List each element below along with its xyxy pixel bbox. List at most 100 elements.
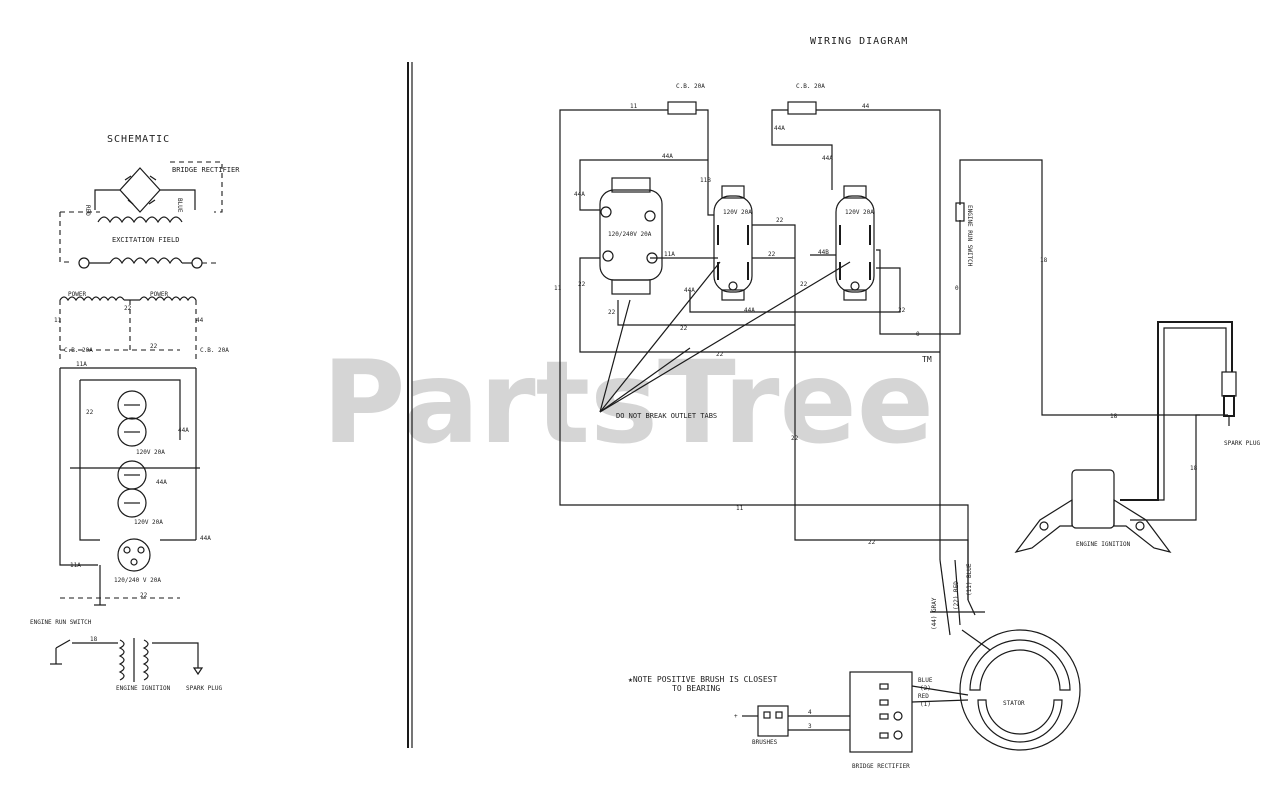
schematic-engine-section: ENGINE RUN SWITCH 18 ENGINE IGNITION SPA… — [30, 619, 223, 692]
wiring-harness: 11 11 11 11B 44 44A 44A 44A 44A 11A 22 2… — [554, 103, 1228, 600]
wiring-stator-leads: (44) GRAY (22) RED (11) BLUE — [930, 559, 991, 651]
schematic-wire-11a: 11A — [76, 361, 87, 368]
wiring-wire-22d: 22 — [578, 281, 586, 288]
schematic-wire-11: 11 — [54, 317, 62, 324]
wiring-wire-44-top: 44 — [862, 103, 870, 110]
schematic-spark-plug: SPARK PLUG — [186, 685, 223, 692]
wiring-bridge-rectifier: BLUE (2) RED (1) BRIDGE RECTIFIER — [849, 671, 969, 770]
wiring-circuit-breaker-right: C.B. 20A — [787, 83, 825, 115]
wiring-wire-44b: 44B — [818, 249, 829, 256]
wiring-wire-11-top: 11 — [630, 103, 638, 110]
wiring-red-wire-num: (1) — [920, 701, 931, 708]
wiring-wire-22c: 22 — [800, 281, 808, 288]
wiring-wire-22a: 22 — [776, 217, 784, 224]
wiring-wire-22g: 22 — [680, 325, 688, 332]
wiring-wire-22f: 22 — [608, 309, 616, 316]
wiring-cb-left-label: C.B. 20A — [676, 83, 705, 90]
schematic-wire-44: 44 — [196, 317, 204, 324]
schematic-red-label: RED — [84, 205, 91, 216]
schematic-wire-11a-low: 11A — [70, 562, 81, 569]
schematic-wire-18: 18 — [90, 636, 98, 643]
wiring-wire-11b: 11B — [700, 177, 711, 184]
wiring-wire-11a: 11A — [664, 251, 675, 258]
wiring-outlet-120v-b: 120V 20A — [835, 185, 875, 301]
wiring-brushes: 4 3 + BRUSHES — [734, 705, 850, 746]
schematic-engine-run-switch: ENGINE RUN SWITCH — [30, 619, 92, 626]
schematic-outlet-120v-a-label: 120V 20A — [136, 449, 165, 456]
schematic-wire-22-top: 22 — [124, 305, 132, 312]
wiring-wire-0b: 0 — [955, 285, 959, 292]
schematic-excitation-field: EXCITATION FIELD — [78, 216, 220, 269]
wiring-blue-label: (11) BLUE — [966, 563, 973, 596]
wiring-note-line1: ★NOTE POSITIVE BRUSH IS CLOSEST — [628, 675, 777, 684]
wiring-wire-18c: 18 — [1190, 465, 1198, 472]
schematic-bridge-rectifier: BRIDGE RECTIFIER RED BLUE — [59, 161, 240, 263]
wiring-outlet-240-label: 120/240V 20A — [608, 231, 652, 238]
schematic-outlet-frame: C.B. 20A C.B. 20A 22 11A 22 44A 44A 44A … — [59, 343, 229, 606]
wiring-wire-11-bottom: 11 — [736, 505, 744, 512]
wiring-wire-44a-top: 44A — [774, 125, 785, 132]
wiring-red-wire-label: RED — [918, 693, 929, 700]
schematic-outlet-120v-b-label: 120V 20A — [134, 519, 163, 526]
schematic-wire-44a-c: 44A — [178, 427, 189, 434]
schematic-engine-ignition: ENGINE IGNITION — [116, 685, 171, 692]
wiring-bridge-rectifier-label: BRIDGE RECTIFIER — [852, 763, 910, 770]
wiring-stator-label: STATOR — [1003, 700, 1025, 707]
wiring-wire-22-right: 22 — [898, 307, 906, 314]
schematic-outlet-120v-b: 120V 20A — [117, 460, 163, 526]
wiring-outlet-240: 120/240V 20A — [599, 177, 663, 295]
wiring-note-line2: TO BEARING — [672, 684, 720, 693]
schematic-power-right: POWER — [150, 291, 168, 298]
schematic-wire-22-bottom: 22 — [140, 592, 148, 599]
wiring-wire-22-bottom: 22 — [868, 539, 876, 546]
wiring-outlet-120v-a-label: 120V 20A — [723, 209, 752, 216]
wiring-wire-44a-left: 44A — [662, 153, 673, 160]
wiring-panel: WIRING DIAGRAM C.B. 20A C.B. 20A 11 11 1… — [554, 36, 1261, 770]
schematic-blue-label: BLUE — [176, 198, 183, 213]
wiring-brushes-label: BRUSHES — [752, 739, 778, 746]
wiring-wire-3: 3 — [808, 723, 812, 730]
wiring-outlet-120v-b-label: 120V 20A — [845, 209, 874, 216]
schematic-outlet-120v-a: 120V 20A — [117, 390, 165, 456]
page-divider — [407, 62, 413, 748]
wiring-engine-ignition: ENGINE IGNITION — [1014, 469, 1172, 553]
wiring-wire-44a-short: 44A — [684, 287, 695, 294]
wiring-gray-label: (44) GRAY — [931, 597, 938, 630]
wiring-engine-ignition-label: ENGINE IGNITION — [1076, 541, 1131, 548]
wiring-do-not-break-label: DO NOT BREAK OUTLET TABS — [616, 412, 717, 420]
parts-tree-watermark: PartsTree — [322, 336, 934, 469]
schematic-title: SCHEMATIC — [107, 134, 170, 145]
schematic-cb-right: C.B. 20A — [200, 347, 229, 354]
wiring-stator: STATOR — [959, 629, 1081, 751]
wiring-spark-plug: SPARK PLUG — [1120, 321, 1261, 501]
wiring-engine-run-switch: ENGINE RUN SWITCH — [955, 202, 973, 267]
wiring-circuit-breaker-left: C.B. 20A — [667, 83, 705, 115]
schematic-wire-22-side: 22 — [86, 409, 94, 416]
watermark-trademark: TM — [922, 355, 932, 364]
wiring-engine-run-switch-label: ENGINE RUN SWITCH — [966, 205, 973, 267]
wiring-spark-plug-label: SPARK PLUG — [1224, 440, 1261, 447]
wiring-cb-right-label: C.B. 20A — [796, 83, 825, 90]
wiring-wire-44a-right: 44A — [822, 155, 833, 162]
wiring-wire-11-left: 11 — [554, 285, 562, 292]
schematic-excitation-field-label: EXCITATION FIELD — [112, 236, 179, 244]
schematic-power-left: POWER — [68, 291, 86, 298]
schematic-power-windings: POWER POWER 22 11 44 — [54, 291, 204, 360]
schematic-wire-22-mid: 22 — [150, 343, 158, 350]
wiring-wire-18b: 18 — [1110, 413, 1118, 420]
schematic-wire-44a-mid: 44A — [156, 479, 167, 486]
schematic-outlet-240-label: 120/240 V 20A — [114, 577, 161, 584]
schematic-bridge-rectifier-label: BRIDGE RECTIFIER — [172, 166, 240, 174]
wiring-title: WIRING DIAGRAM — [810, 36, 908, 47]
schematic-panel: SCHEMATIC BRIDGE RECTIFIER RED BLUE EXCI… — [30, 134, 240, 692]
schematic-wire-44a-low: 44A — [200, 535, 211, 542]
wiring-wire-22-vert: 22 — [791, 435, 799, 442]
wiring-wire-44a-corner: 44A — [574, 191, 585, 198]
wiring-wire-44a-bottom: 44A — [744, 307, 755, 314]
schematic-outlet-240: 120/240 V 20A — [114, 538, 161, 584]
wiring-blue-wire-label: BLUE — [918, 677, 933, 684]
wiring-outlet-120v-a: 120V 20A — [713, 185, 753, 301]
wiring-wire-22b: 22 — [768, 251, 776, 258]
wiring-plus-marker: + — [734, 713, 738, 720]
